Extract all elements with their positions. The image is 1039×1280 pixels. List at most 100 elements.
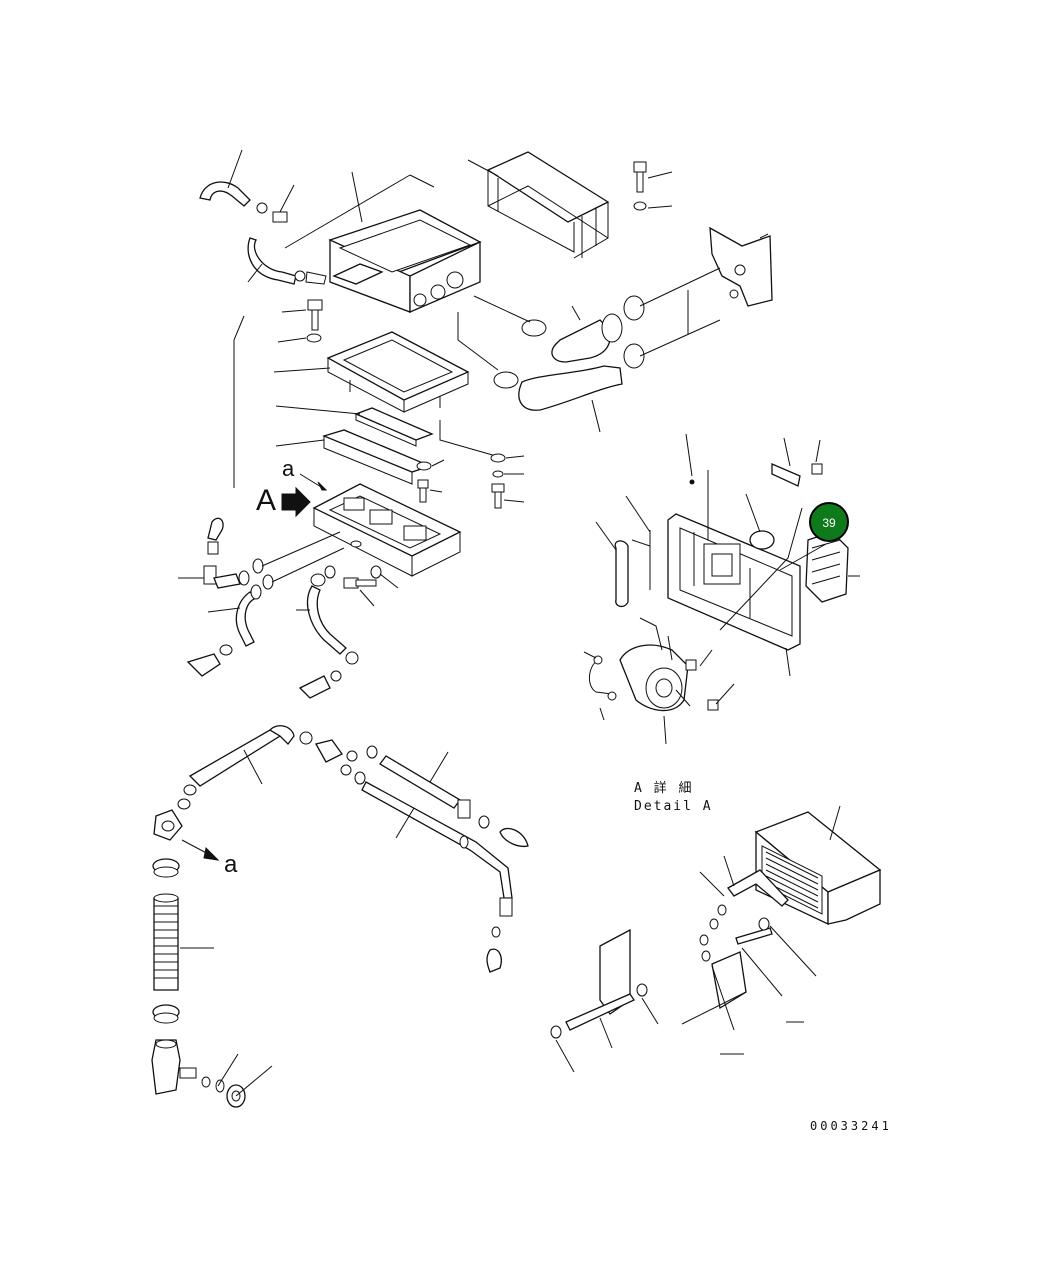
short-hose [213,573,241,589]
steel-pipe-long [361,781,513,899]
valve [186,653,221,677]
filter-element [805,531,849,603]
left-hose-assembly [178,517,345,677]
washer [758,917,770,931]
duct-clamp [623,343,645,369]
hose-clamp [366,745,378,759]
hose-clamp [299,731,313,745]
hose-clamp [478,815,490,829]
heater-port [413,293,427,307]
washer [636,983,648,997]
curved-hose [235,591,258,647]
bolt [179,1067,197,1079]
hose-clamp [177,798,191,810]
hose-clamp [330,670,342,682]
leader-lines-top-left [227,149,435,488]
bolt-long [735,927,773,945]
middle-hose-assembly [296,565,399,699]
hose-end [203,565,217,585]
heater-box-side [409,240,481,313]
hose-elbow-upper [199,181,251,207]
hose-clamp [238,570,250,586]
view-label-A: A [256,484,276,517]
detail-A-caption: A 詳 細 Detail A [634,780,713,814]
defroster-bracket [709,226,773,307]
hose-connector [272,211,288,223]
bolt-head [417,479,429,489]
washer [215,1079,225,1093]
heater-tray-frame [273,331,470,413]
bolt-hole [729,289,739,299]
bolt-shank [636,171,644,193]
hose-clamp [340,764,352,776]
valve-fitting [207,517,224,541]
screw-head [707,699,719,711]
filter-housing-side [827,869,881,925]
lower-right-brackets [681,855,817,1055]
pipe-elbow [268,725,295,745]
hose-clamp [183,784,197,796]
heater-port [446,271,464,289]
housing-vent [343,497,365,511]
drop-grommet [486,948,502,973]
bolt-shank [311,309,319,331]
hose-clamp [262,574,274,590]
drop-grommet [499,827,529,848]
hose-clamp [491,926,501,938]
small-gasket [771,463,801,487]
hose-clamp [256,202,268,214]
bolt-hole [734,264,746,276]
washer [201,1076,211,1088]
hose-clamp [252,558,264,574]
hose-top-opening [153,893,179,903]
hose-clamp [294,270,306,282]
hose-band-clamp-lower [153,866,179,878]
view-arrow-icon [281,486,311,518]
duct-pipe-lower [518,365,623,411]
valve-body [207,541,219,555]
washer [490,453,506,463]
clip [699,934,709,946]
view-indicator: A a [256,456,328,518]
heater-lower-housing [312,483,462,577]
washer [633,201,647,211]
clip [811,463,823,475]
bolt-washer-top-right [633,161,673,211]
bracket-top [486,151,610,223]
hose-arrow-label-a: a [224,851,238,878]
heater-hose-outlet [332,263,384,285]
hose-hanger [727,869,789,907]
washer [370,565,382,579]
nut [701,950,711,962]
pipe-long [188,729,282,787]
hose-clamp [324,565,336,579]
drawing-number: 00033241 [810,1119,892,1133]
round-cap [749,530,775,550]
valve [298,675,331,699]
callout-badge-39: 39 [809,502,849,542]
lower-center-bracket [550,928,659,1073]
callout-badge-number: 39 [822,516,836,530]
duct-clamp [493,371,519,389]
hose-clamp [354,771,366,785]
bolt-shank [355,579,377,587]
nut [550,1025,562,1039]
clip [709,918,719,930]
fan-hub [655,678,673,698]
lock-washer [492,470,504,478]
bolt-head [633,161,647,173]
bolt-head [491,483,505,493]
arrow-icon [203,846,220,861]
clip [717,904,727,916]
angle-brackets [275,405,497,485]
heater-box-lid [338,219,472,273]
seal-strip [614,540,629,608]
washer [306,333,322,343]
detail-label-en: Detail A [634,799,713,814]
corrugated-hose-assembly [151,858,273,1108]
bolt-shank [419,487,427,503]
small-bolts-washers [416,453,525,509]
filter-opening [703,543,741,585]
